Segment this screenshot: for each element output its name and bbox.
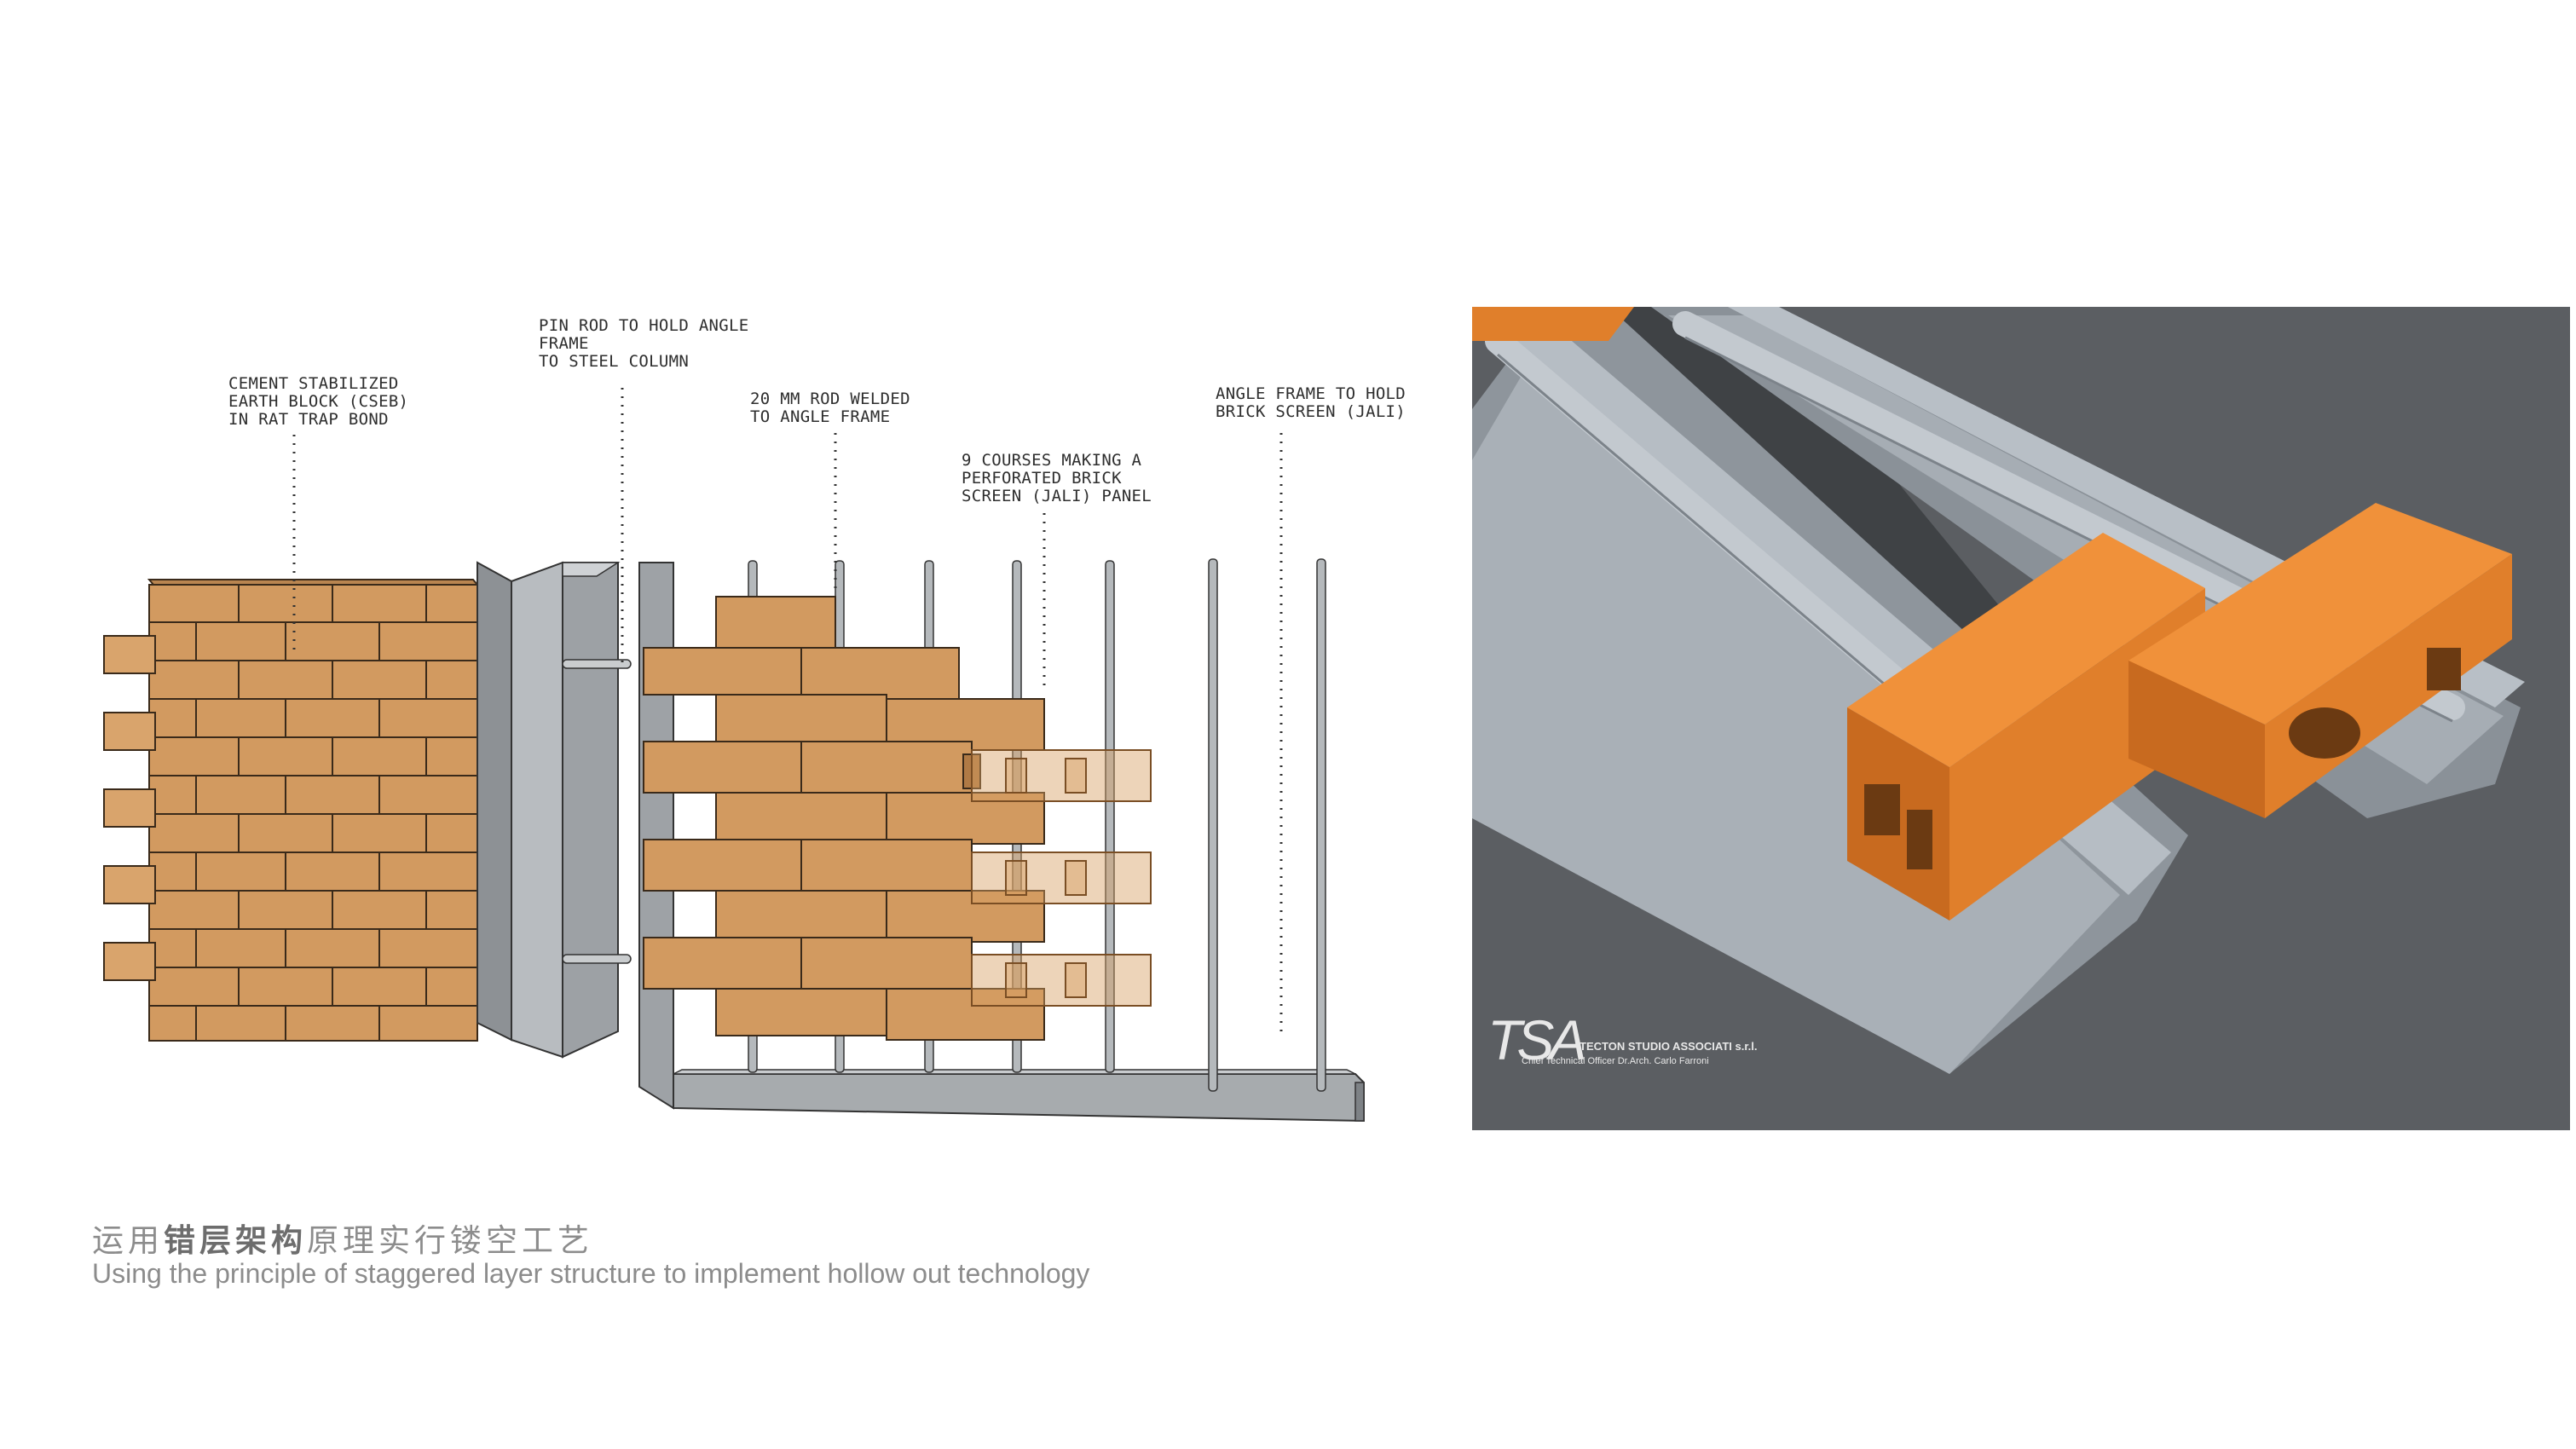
company-subtitle: Chief Technical Officer Dr.Arch. Carlo F… (1522, 1056, 1709, 1066)
label-angle-frame: ANGLE FRAME TO HOLD BRICK SCREEN (Jali) (1216, 384, 1406, 421)
tsa-logo-mark: TSA (1487, 1008, 1586, 1071)
label-pin-rod: PIN ROD TO HOLD ANGLE FRAME TO STEEL COL… (539, 316, 749, 371)
label-20mm-rod: 20 MM ROD WELDED TO ANGLE FRAME (750, 390, 910, 426)
leader-lines (292, 388, 1283, 1031)
caption-chinese: 运用错层架构原理实行镂空工艺 (92, 1215, 593, 1261)
label-cseb: CEMENT STABILIZED EARTH BLOCK (CSEB) IN … (228, 374, 409, 429)
render-image: TSA TECTON STUDIO ASSOCIATI s.r.l. Chief… (1472, 307, 2570, 1130)
caption-cn-bold: 错层架构 (164, 1222, 307, 1259)
caption-english: Using the principle of staggered layer s… (92, 1258, 1090, 1289)
steel-column (477, 561, 621, 1059)
company-name: TECTON STUDIO ASSOCIATI s.r.l. (1580, 1040, 1758, 1053)
jali-brick-screen (643, 596, 1045, 1041)
caption-cn-suffix: 原理实行镂空工艺 (307, 1222, 593, 1259)
cseb-wall (103, 579, 480, 1042)
wall-section-diagram: CEMENT STABILIZED EARTH BLOCK (CSEB) IN … (85, 307, 1449, 1142)
render-drawing (1472, 307, 2570, 1130)
wall-diagram-drawing (103, 388, 1365, 1123)
studio-logo: TSA TECTON STUDIO ASSOCIATI s.r.l. Chief… (1487, 1008, 1758, 1071)
caption-cn-prefix: 运用 (92, 1222, 164, 1259)
pin-rods (562, 659, 632, 964)
label-9-courses: 9 COURSES MAKING A PERFORATED BRICK SCRE… (962, 451, 1152, 505)
corner-brick (1472, 307, 1634, 341)
terracotta-block-2 (2128, 503, 2512, 818)
translucent-bricks (971, 749, 1152, 1007)
